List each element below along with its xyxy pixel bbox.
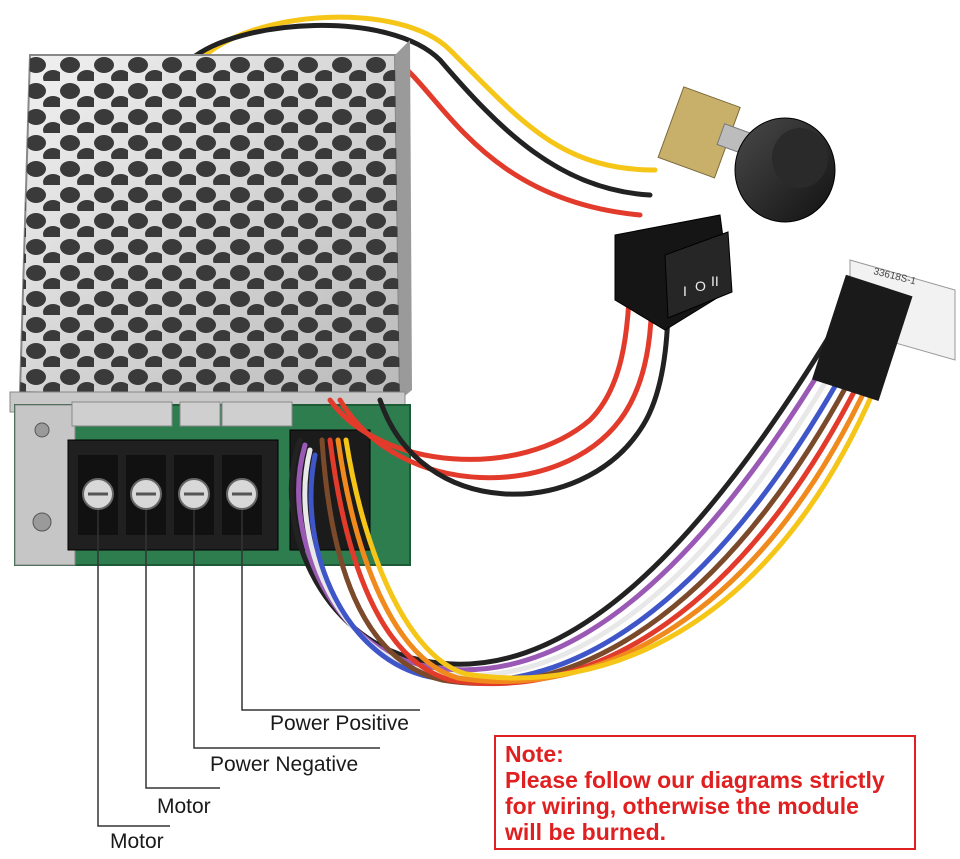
- label-motor-1: Motor: [157, 795, 211, 818]
- switch-mark-off: O: [695, 278, 706, 294]
- note-line-2: for wiring, otherwise the module: [505, 793, 859, 819]
- label-motor-2: Motor: [110, 830, 164, 853]
- leader-power-negative: [193, 510, 380, 749]
- switch-mark-2: II: [711, 273, 719, 289]
- label-power-negative: Power Negative: [210, 753, 359, 776]
- ribbon-connector: 33618S-1: [811, 259, 956, 401]
- note-line-1: Please follow our diagrams strictly: [505, 767, 885, 793]
- potentiometer: [657, 86, 836, 223]
- leader-motor-1: [145, 510, 220, 789]
- label-power-positive: Power Positive: [270, 712, 409, 735]
- note-title: Note:: [505, 741, 564, 767]
- switch-mark-on: I: [683, 283, 687, 299]
- warning-note: Note: Please follow our diagrams strictl…: [494, 735, 916, 850]
- leader-power-positive: [241, 510, 420, 711]
- note-line-3: will be burned.: [505, 819, 667, 845]
- leader-motor-2: [97, 510, 170, 827]
- leader-lines: [97, 510, 420, 827]
- rocker-switch: I O II: [614, 214, 733, 331]
- terminal-screw-1: [78, 455, 118, 535]
- terminal-block: [67, 439, 279, 551]
- metal-case: [9, 40, 412, 413]
- ribbon-cable: [289, 282, 877, 686]
- pot-wires: [187, 14, 658, 218]
